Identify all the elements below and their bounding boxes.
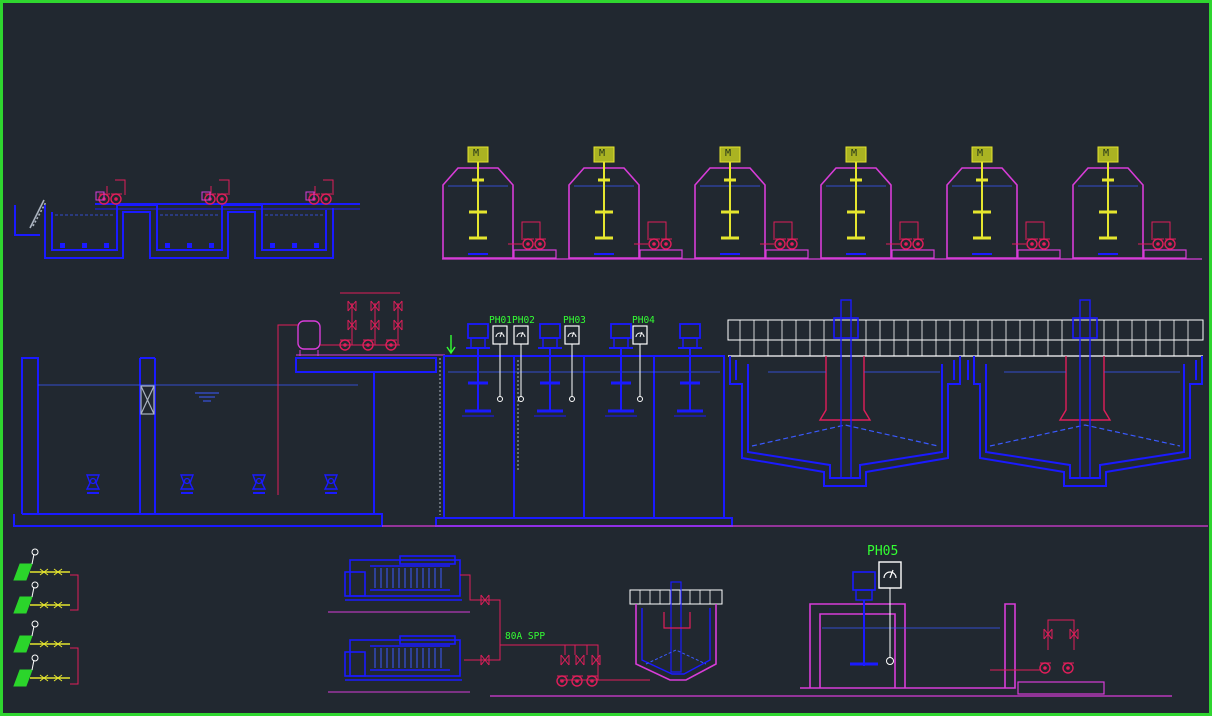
ph-probe <box>492 325 508 402</box>
sludge-valve-assembly <box>13 654 70 687</box>
dosing-tank <box>1072 146 1187 259</box>
dosing-tank <box>568 146 683 259</box>
ph-probe <box>632 325 648 402</box>
feed-pump-skid <box>277 292 445 495</box>
motor-tag: M <box>473 148 480 159</box>
equalization-diffusers <box>86 474 338 494</box>
aeration-diffusers-small <box>60 243 319 248</box>
dosing-tank <box>946 146 1061 259</box>
dosing-tank <box>442 146 557 259</box>
small-tank-blower-pumps <box>95 179 334 205</box>
water-level-marker <box>195 392 219 402</box>
sludge-valve-assembly <box>13 581 70 614</box>
chemical-dosing-tanks <box>442 146 1187 259</box>
reaction-tank-mixers <box>462 323 706 417</box>
ph04-label: PH04 <box>632 315 655 326</box>
clarifier-center-wells <box>768 299 1180 479</box>
equalization-tank <box>13 357 383 527</box>
dosing-tank <box>820 146 935 259</box>
ph-probe <box>564 325 580 402</box>
tank-mixer <box>462 323 494 417</box>
motor-tag: M <box>1103 148 1110 159</box>
motor-tag: M <box>851 148 858 159</box>
final-neutralization-tank <box>800 603 1016 689</box>
motor-tag: M <box>977 148 984 159</box>
sludge-valve-assembly <box>13 620 70 653</box>
tank-mixer <box>534 323 566 417</box>
sludge-thickener <box>629 581 723 681</box>
final-tank-mixer <box>850 571 878 666</box>
ph01-label: PH01 <box>489 315 512 326</box>
ph-probes <box>492 325 648 402</box>
filter-press-plates <box>374 568 442 668</box>
ph-probe <box>513 325 529 402</box>
dosing-tank <box>694 146 809 259</box>
reaction-tanks <box>435 355 733 527</box>
ph02-label: PH02 <box>512 315 535 326</box>
tank-mixer <box>605 323 637 417</box>
final-tank-transfer-pumps <box>990 619 1105 695</box>
aeration-channel-tanks <box>14 203 360 259</box>
clarifier-tanks <box>729 356 1203 487</box>
filter-presses <box>344 555 462 681</box>
inflow-arrow <box>446 335 456 355</box>
sludge-discharge-valves <box>13 548 79 687</box>
ph03-label: PH03 <box>563 315 586 326</box>
motor-tag: M <box>725 148 732 159</box>
motor-tag: M <box>599 148 606 159</box>
equalization-sluice-gate <box>140 385 155 415</box>
ph05-probe <box>878 561 902 665</box>
clarifier-scrapers <box>751 424 1181 447</box>
tank-mixer <box>674 323 706 417</box>
bar-screen <box>29 199 47 229</box>
sludge-valve-assembly <box>13 548 70 581</box>
clarifier-walkway <box>727 319 1204 357</box>
pipe-size-label: 80A SPP <box>505 631 546 642</box>
ph05-label: PH05 <box>867 544 899 559</box>
